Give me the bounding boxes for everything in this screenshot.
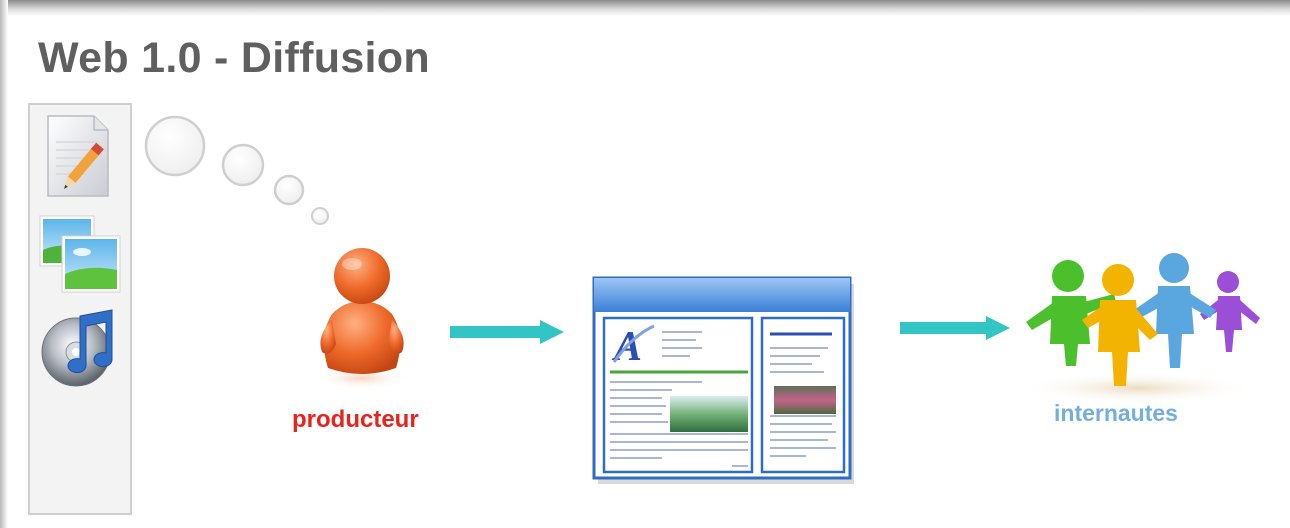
left-shadow bbox=[0, 0, 8, 528]
music-disc-icon bbox=[41, 309, 113, 387]
arrow-to-internautes bbox=[900, 316, 1010, 340]
internautes-label: internautes bbox=[1054, 400, 1178, 426]
arrow-to-website bbox=[450, 320, 564, 344]
person-icon bbox=[316, 248, 408, 390]
people-group-icon bbox=[1018, 253, 1260, 404]
document-edit-icon bbox=[47, 115, 109, 197]
producteur-label: producteur bbox=[292, 406, 419, 433]
images-icon bbox=[39, 215, 121, 293]
thought-bubbles bbox=[144, 115, 329, 225]
diagram-title: Web 1.0 - Diffusion bbox=[38, 34, 430, 82]
webpage-icon: A bbox=[592, 276, 854, 484]
top-shadow bbox=[0, 0, 1290, 16]
